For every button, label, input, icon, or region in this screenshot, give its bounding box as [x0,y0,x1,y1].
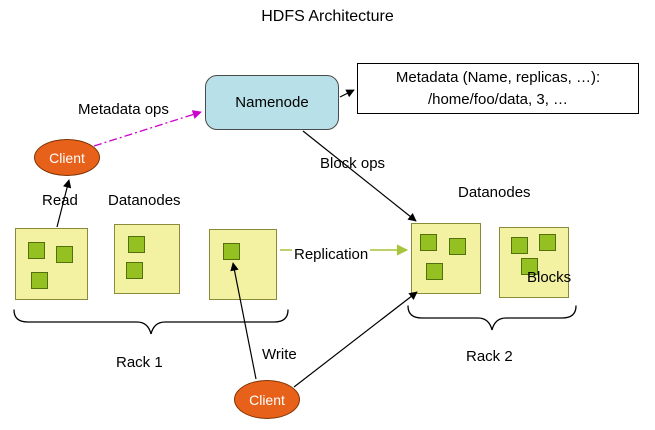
client-bottom: Client [234,380,300,419]
block-icon [426,263,443,280]
metadata-note-box: Metadata (Name, replicas, …): /home/foo/… [357,63,639,114]
block-icon [56,246,73,263]
namenode-box: Namenode [205,75,339,130]
datanode-box-4 [411,223,481,294]
block-icon [449,238,466,255]
diagram-title: HDFS Architecture [261,8,394,25]
block-icon [126,262,143,279]
rack1-label: Rack 1 [116,354,163,371]
rack1-brace [13,309,289,335]
block-icon [223,243,240,260]
block-icon [511,237,528,254]
block-icon [128,236,145,253]
write-label: Write [262,346,297,363]
block-ops-arrow [302,130,417,222]
datanodes-left-label: Datanodes [108,192,181,209]
datanode-box-1 [15,228,88,300]
read-label: Read [42,192,78,209]
block-ops-label: Block ops [320,155,386,172]
block-icon [420,234,437,251]
metadata-ops-label: Metadata ops [78,101,169,118]
metadata-note-line1: Metadata (Name, replicas, …): [395,68,601,86]
namenode-metadata-arrow [339,89,355,98]
block-icon [28,242,45,259]
metadata-note-line2: /home/foo/data, 3, … [427,90,569,108]
write-arrow-right [293,291,418,388]
datanode-box-2 [114,224,180,294]
block-icon [521,258,538,275]
rack2-label: Rack 2 [466,348,513,365]
block-icon [539,234,556,251]
datanodes-right-label: Datanodes [458,184,531,201]
block-icon [31,272,48,289]
datanode-box-5 [499,227,569,298]
replication-label: Replication [292,246,371,263]
client-top: Client [34,139,100,176]
datanode-box-3 [209,229,277,300]
rack2-brace [407,305,577,331]
blocks-label: Blocks [527,269,572,286]
